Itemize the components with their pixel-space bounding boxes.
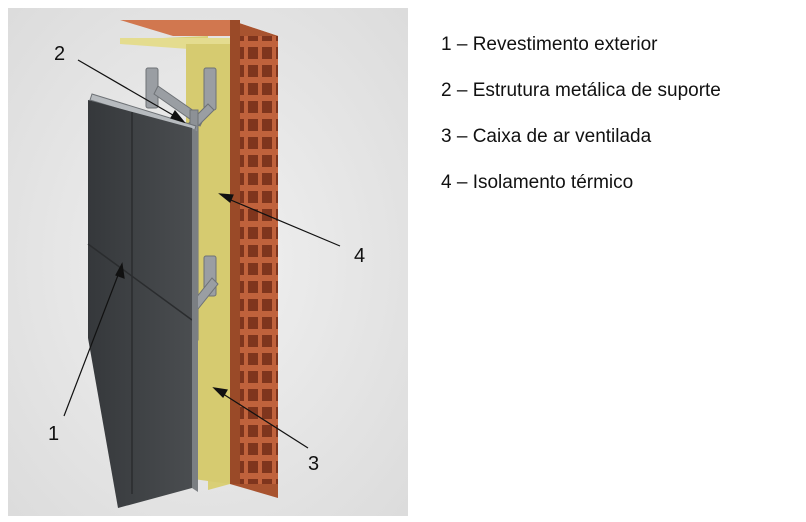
legend: 1 – Revestimento exterior 2 – Estrutura … xyxy=(441,34,806,218)
facade-illustration: 2 1 3 4 xyxy=(8,8,408,516)
legend-item-exterior-cladding: 1 – Revestimento exterior xyxy=(441,34,658,55)
callout-3: 3 xyxy=(308,453,319,475)
callout-1: 1 xyxy=(48,423,59,445)
callout-2: 2 xyxy=(54,43,65,65)
callout-4: 4 xyxy=(354,245,365,267)
legend-item-ventilated-air-gap: 3 – Caixa de ar ventilada xyxy=(441,126,652,147)
leader-lines xyxy=(63,59,341,449)
legend-item-metal-support: 2 – Estrutura metálica de suporte xyxy=(441,80,721,101)
exterior-cladding xyxy=(87,100,198,508)
legend-item-thermal-insulation: 4 – Isolamento térmico xyxy=(441,172,634,193)
brick-wall xyxy=(120,20,278,498)
